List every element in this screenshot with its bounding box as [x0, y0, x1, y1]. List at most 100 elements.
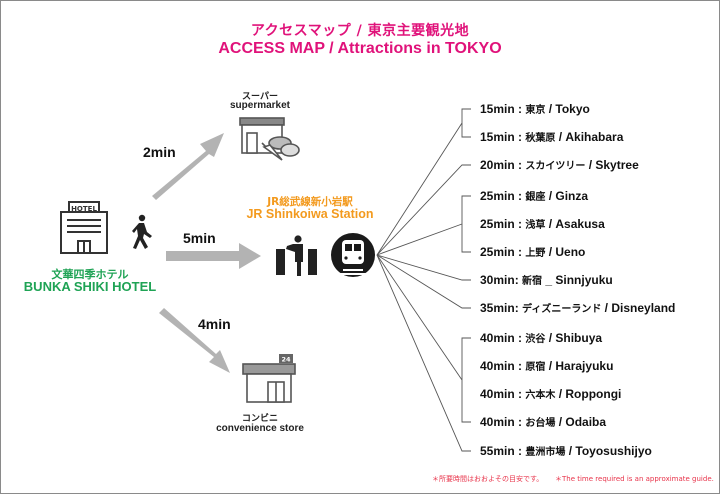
destination-time: 20min: [480, 158, 515, 172]
destination-name-english: Tokyo: [555, 102, 590, 116]
destination-slash: /: [555, 387, 566, 401]
destination-separator: :: [514, 158, 526, 172]
train-icon: [331, 233, 375, 277]
convenience-label-japanese: コンビニ: [241, 414, 278, 424]
arrow-down-right-icon: [159, 308, 230, 373]
destination-name-japanese: 新宿: [522, 276, 543, 287]
destination-item: 40min : お台場 / Odaiba: [480, 414, 606, 429]
destination-name-english: Sinnjyuku: [555, 273, 613, 287]
destination-time: 25min: [480, 189, 515, 203]
destination-time: 40min: [480, 359, 515, 373]
station-name-english: JR Shinkoiwa Station: [246, 207, 374, 221]
destination-item: 40min : 原宿 / Harajyuku: [480, 358, 613, 373]
note-japanese: ＊所要時間はおおよその目安です。: [432, 475, 544, 483]
destination-separator: :: [514, 359, 526, 373]
route-time-supermarket: 2min: [143, 144, 176, 160]
convenience-24-sign: 24: [281, 356, 291, 364]
route-time-station: 5min: [183, 230, 216, 246]
hotel-name-japanese: 文華四季ホテル: [51, 268, 129, 281]
connector-line: [376, 122, 463, 256]
destination-item: 25min : 浅草 / Asakusa: [480, 216, 605, 231]
hotel-sign: HOTEL: [71, 205, 97, 213]
destination-name-english: Roppongi: [565, 387, 622, 401]
destination-name-japanese: 銀座: [525, 192, 546, 203]
destination-connector-lines: [376, 108, 471, 452]
destination-name-japanese: スカイツリー: [525, 161, 586, 172]
destination-separator: :: [514, 245, 526, 259]
destination-slash: /: [585, 158, 596, 172]
destination-item: 15min : 秋葉原 / Akihabara: [480, 129, 623, 144]
connector-line: [376, 254, 471, 309]
destination-slash: /: [565, 444, 576, 458]
destination-separator: :: [514, 301, 523, 315]
connector-line: [376, 254, 471, 281]
destination-item: 35min: ディズニーランド / Disneyland: [480, 300, 675, 315]
station-name-japanese: JR総武線新小岩駅: [267, 196, 353, 208]
connector-line: [376, 254, 471, 452]
destination-separator: :: [514, 331, 526, 345]
destination-item: 25min : 上野 / Ueno: [480, 244, 585, 259]
bracket-line: [461, 337, 471, 423]
arrow-right-icon: [166, 243, 261, 269]
title-japanese: アクセスマップ / 東京主要観光地: [250, 23, 470, 39]
destination-item: 40min : 渋谷 / Shibuya: [480, 330, 602, 345]
destination-slash: /: [545, 217, 556, 231]
destination-time: 15min: [480, 102, 515, 116]
destination-item: 15min : 東京 / Tokyo: [480, 101, 590, 116]
destination-separator: :: [514, 217, 526, 231]
hotel-building-icon: [60, 201, 108, 254]
destination-name-japanese: ディズニーランド: [522, 304, 602, 315]
bracket-line: [461, 108, 471, 138]
note-english: ＊The time required is an approximate gui…: [555, 475, 714, 483]
route-time-convenience: 4min: [198, 316, 231, 332]
destination-time: 30min: [480, 273, 515, 287]
destination-name-english: Ueno: [555, 245, 586, 259]
destination-name-english: Disneyland: [611, 301, 676, 315]
destination-time: 15min: [480, 130, 515, 144]
destination-slash: /: [545, 102, 556, 116]
walking-person-icon: [132, 214, 152, 249]
destination-separator: :: [514, 273, 523, 287]
destination-time: 25min: [480, 217, 515, 231]
destination-separator: :: [514, 189, 526, 203]
destination-item: 20min : スカイツリー / Skytree: [480, 157, 639, 172]
convenience-label-english: convenience store: [216, 423, 304, 434]
destination-name-english: Skytree: [595, 158, 639, 172]
destination-name-japanese: お台場: [525, 418, 556, 429]
destination-time: 40min: [480, 331, 515, 345]
destination-name-japanese: 六本木: [525, 390, 556, 401]
destination-separator: :: [514, 444, 526, 458]
destination-time: 55min: [480, 444, 515, 458]
destination-slash: /: [555, 130, 566, 144]
destination-slash: _: [542, 273, 556, 287]
connector-line: [376, 254, 463, 381]
destination-separator: :: [514, 387, 526, 401]
destination-separator: :: [514, 130, 526, 144]
destination-name-japanese: 浅草: [525, 220, 546, 231]
destination-slash: /: [555, 415, 566, 429]
arrow-up-right-icon: [152, 133, 224, 200]
bracket-line: [461, 195, 471, 253]
supermarket-store-icon: [239, 117, 300, 161]
destination-name-japanese: 上野: [525, 248, 546, 259]
destination-item: 55min : 豊洲市場 / Toyosushijyo: [480, 443, 652, 458]
connector-line: [376, 164, 471, 256]
destination-item: 40min : 六本木 / Roppongi: [480, 386, 621, 401]
supermarket-label-japanese: スーパー: [242, 92, 278, 102]
convenience-store-icon: [242, 354, 296, 403]
ticket-gate-icon: [276, 235, 317, 276]
destination-slash: /: [545, 245, 556, 259]
destination-name-japanese: 秋葉原: [525, 133, 556, 144]
destination-name-japanese: 東京: [525, 105, 546, 116]
destination-time: 40min: [480, 387, 515, 401]
destination-slash: /: [545, 331, 556, 345]
destination-name-japanese: 豊洲市場: [525, 447, 566, 458]
hotel-name-english: BUNKA SHIKI HOTEL: [23, 279, 157, 294]
destination-name-english: Akihabara: [565, 130, 624, 144]
destination-name-english: Asakusa: [555, 217, 605, 231]
destination-time: 35min: [480, 301, 515, 315]
destination-name-english: Ginza: [555, 189, 589, 203]
destination-slash: /: [545, 359, 556, 373]
destination-slash: /: [545, 189, 556, 203]
destination-name-english: Odaiba: [565, 415, 607, 429]
